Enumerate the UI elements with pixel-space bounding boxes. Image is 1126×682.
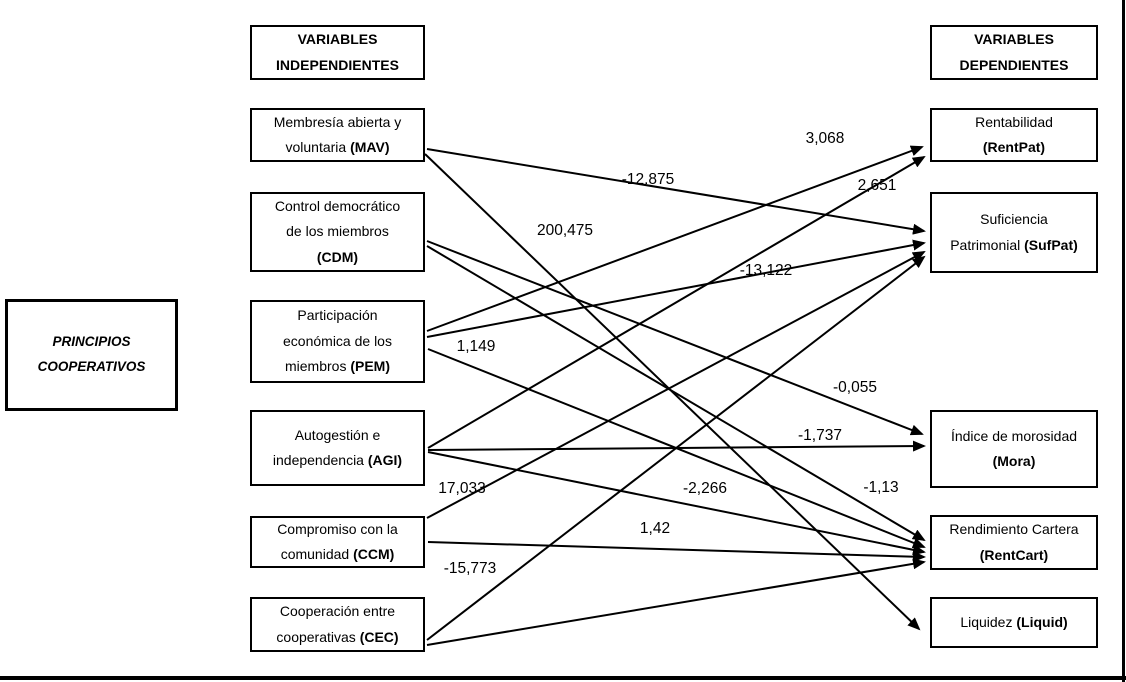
edge-coefficient-pem-rentcart: 1,149 [456, 338, 496, 355]
box-text-line: Cooperación entre [279, 603, 396, 620]
box-text-line: voluntaria (MAV) [285, 139, 390, 155]
edge-coefficient-mav-sufpat: -12.875 [621, 171, 675, 188]
box-principios: PRINCIPIOS COOPERATIVOS [5, 299, 178, 411]
box-text-line: (RentPat) [982, 139, 1046, 155]
edge-coefficient-cdm-mora: -0,055 [833, 379, 877, 396]
box-mav: Membresía abierta y voluntaria (MAV) [250, 108, 425, 162]
box-text-line: VARIABLES [297, 31, 378, 48]
box-text-line: Control democrático [274, 197, 401, 214]
box-liquid: Liquidez (Liquid) [930, 597, 1098, 648]
edge-agi-to-rentcart [427, 451, 926, 556]
box-pem: Participación económica de los miembros (P… [250, 300, 425, 383]
edge-coefficient-agi-rentpat: 2,651 [857, 177, 897, 194]
edge-coefficient-mav-liquid: 200,475 [536, 222, 594, 239]
edge-cdm-to-rentcart [426, 245, 926, 542]
edge-arrows [424, 145, 926, 646]
box-text-line: Suficiencia [980, 211, 1048, 228]
edge-coefficient-ccm-sufpat: 17,033 [438, 480, 486, 497]
box-text-line: miembros (PEM) [284, 358, 391, 375]
header-varind: VARIABLES INDEPENDIENTES [250, 25, 425, 80]
box-text-line: Rendimiento Cartera [949, 521, 1079, 538]
box-text-line: Compromiso con la [277, 520, 398, 537]
box-text-line: Patrimonial (SufPat) [950, 236, 1078, 253]
box-text-line: (Mora) [992, 453, 1036, 469]
box-text-line: Participación [297, 307, 378, 324]
edge-coefficient-pem-sufpat: -13,122 [739, 262, 793, 279]
edge-cdm-to-mora [426, 240, 924, 436]
edge-coefficient-cdm-rentcart: -1,13 [863, 479, 899, 496]
box-text-line: VARIABLES [974, 31, 1054, 48]
edge-cec-to-sufpat [426, 255, 926, 641]
edge-agi-to-rentpat [427, 155, 926, 449]
box-rentcart: Rendimiento Cartera (RentCart) [930, 515, 1098, 570]
box-cec: Cooperación entre cooperativas (CEC) [250, 597, 425, 652]
box-text-line: cooperativas (CEC) [276, 628, 399, 645]
box-text-line: económica de los [283, 332, 392, 349]
box-text-line: comunidad (CCM) [280, 546, 395, 562]
box-text-line: DEPENDIENTES [959, 56, 1069, 73]
box-text-line: Liquidez (Liquid) [960, 613, 1068, 630]
edge-coefficient-agi-rentcart: -2,266 [683, 480, 727, 497]
edge-coefficient-agi-mora: -1,737 [798, 427, 842, 444]
box-text-line: Rentabilidad [975, 113, 1053, 130]
edge-cec-to-rentcart [426, 558, 926, 646]
figure-border-bottom [0, 676, 1126, 680]
edge-pem-to-sufpat [426, 239, 926, 338]
box-text-line: (RentCart) [979, 546, 1049, 563]
box-agi: Autogestión e independencia (AGI) [250, 410, 425, 486]
box-text-line: (CDM) [316, 248, 359, 265]
box-text-line: Membresía abierta y [273, 113, 402, 130]
box-mora: Índice de morosidad (Mora) [930, 410, 1098, 488]
box-text-line: COOPERATIVOS [37, 359, 146, 374]
figure-border-right [1122, 0, 1125, 682]
edge-ccm-to-sufpat [426, 251, 926, 519]
edge-ccm-to-rentcart [427, 541, 926, 563]
box-cdm: Control democrático de los miembros (CDM) [250, 192, 425, 272]
edge-coefficient-ccm-rentcart: 1,42 [639, 520, 671, 537]
box-rentpat: Rentabilidad (RentPat) [930, 108, 1098, 162]
box-text-line: Autogestión e [294, 426, 381, 443]
edge-mav-to-sufpat [426, 148, 926, 235]
edge-coefficient-pem-rentpat: 3,068 [805, 130, 845, 147]
box-ccm: Compromiso con la comunidad (CCM) [250, 516, 425, 568]
box-text-line: INDEPENDIENTES [276, 56, 399, 73]
header-vardep: VARIABLES DEPENDIENTES [930, 25, 1098, 80]
box-text-line: de los miembros [286, 223, 389, 240]
box-text-line: independencia (AGI) [272, 452, 403, 468]
edge-coefficient-cec-sufpat: -15,773 [443, 560, 497, 577]
box-text-line: PRINCIPIOS [52, 334, 131, 350]
edge-pem-to-rentpat [426, 145, 924, 332]
box-text-line: Índice de morosidad [950, 427, 1078, 444]
